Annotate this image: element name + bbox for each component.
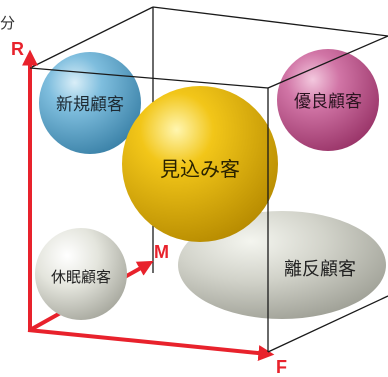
cube-front-edges [29, 35, 388, 353]
corner-text: 分 [0, 14, 15, 32]
dormant-label: 休眠顧客 [51, 268, 111, 286]
new-customer-label: 新規顧客 [56, 95, 124, 115]
new-customer-sphere [39, 52, 141, 154]
prospect-sphere [122, 86, 278, 242]
dormant-sphere [35, 228, 127, 320]
prime-customer-sphere [277, 49, 379, 151]
prospect-label: 見込み客 [160, 157, 240, 181]
segment-prime-customer: 優良顧客 [277, 49, 379, 151]
m-axis-label: M [154, 242, 169, 262]
churned-sphere [178, 211, 386, 319]
cube-edge [29, 6, 154, 69]
churned-label: 離反顧客 [284, 259, 356, 280]
segment-new-customer: 新規顧客 [39, 52, 141, 154]
cube-edge [152, 6, 388, 37]
segment-churned: 離反顧客 [178, 211, 386, 319]
segment-prospect: 見込み客 [122, 86, 278, 242]
cube-edge [29, 67, 269, 89]
f-axis-line [27, 328, 275, 362]
segment-dormant: 休眠顧客 [35, 228, 127, 320]
cube-edge [267, 295, 388, 353]
prime-customer-label: 優良顧客 [294, 92, 362, 112]
r-axis-label: R [11, 39, 24, 59]
cube-edge [267, 35, 388, 89]
f-axis-label: F [276, 357, 287, 377]
